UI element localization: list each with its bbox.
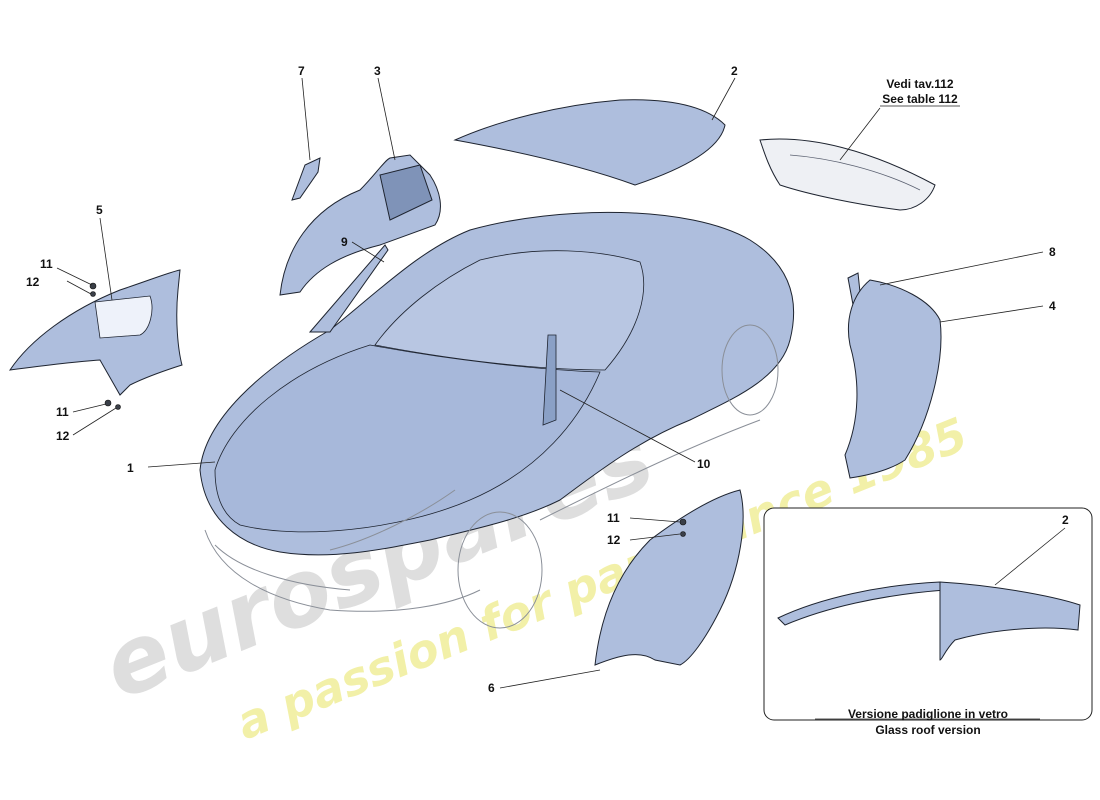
bolt-11-icon	[89, 282, 97, 290]
part-5-opening	[94, 295, 153, 339]
callout-12c: 12	[607, 533, 621, 547]
callout-9: 9	[341, 235, 348, 249]
leader-10	[559, 389, 696, 463]
callout-6: 6	[488, 681, 495, 695]
leader-4	[939, 305, 1044, 323]
callout-2: 2	[731, 64, 738, 78]
callout-1: 1	[127, 461, 134, 475]
nut-12c-icon	[680, 531, 686, 537]
leader-11a	[56, 267, 93, 286]
inset-frame	[763, 507, 1093, 721]
part-4-quarter-panel	[844, 279, 942, 479]
leader-11b	[72, 403, 107, 413]
rear-hatch-reference	[759, 138, 936, 211]
callout-11b: 11	[56, 405, 69, 419]
reference-note-it: Vedi tav.112	[886, 77, 953, 91]
callout-11a: 11	[40, 257, 53, 271]
rear-hatch-shape	[759, 138, 936, 211]
leader-lines	[56, 77, 1066, 689]
part-9-rear-pillar	[308, 244, 389, 333]
callout-10: 10	[697, 457, 711, 471]
inset-roof-rear	[939, 581, 1081, 661]
reference-note: Vedi tav.112 See table 112	[882, 77, 958, 106]
nut-12-icon	[90, 291, 96, 297]
callout-7: 7	[298, 64, 305, 78]
callout-5: 5	[96, 203, 103, 217]
nut-12b-icon	[115, 404, 121, 410]
callout-12a: 12	[26, 275, 40, 289]
part-6-shape	[594, 489, 744, 666]
leader-hatch-note	[839, 107, 881, 161]
part-7-pillar-trim	[291, 157, 321, 201]
leader-7	[301, 77, 311, 161]
car-grille-line	[214, 544, 351, 591]
leader-12c	[629, 533, 681, 541]
part-2-roof-panel	[453, 99, 726, 186]
car-headlight	[329, 489, 456, 551]
bolt-11c-icon	[679, 518, 687, 526]
callout-3: 3	[374, 64, 381, 78]
callout-12b: 12	[56, 429, 70, 443]
leader-6	[499, 669, 601, 689]
leader-5	[99, 217, 113, 301]
part-3-structure	[379, 164, 433, 221]
callout-labels: 1 2 3 4 5 6 7 8 9 10 11 12 11 12 11 12 2	[26, 64, 1069, 695]
callout-8: 8	[1049, 245, 1056, 259]
rear-hatch-inner	[789, 154, 921, 191]
callout-11c: 11	[607, 511, 620, 525]
part-5-quarter-panel	[8, 269, 183, 410]
callout-4: 4	[1049, 299, 1056, 313]
car-front-bumper-line	[204, 529, 481, 612]
leader-9	[351, 241, 385, 263]
car-rear-wheel	[721, 324, 779, 416]
bolt-11b-icon	[104, 399, 112, 407]
inset-caption-it: Versione padiglione in vetro	[848, 707, 1008, 721]
car-front-wheel	[457, 511, 543, 629]
car-a-pillar-10	[542, 334, 557, 426]
car-side-sill	[539, 419, 761, 521]
inset-caption: Versione padiglione in vetro Glass roof …	[815, 707, 1040, 737]
leader-8	[879, 251, 1044, 286]
leader-12b	[72, 407, 117, 436]
leader-1	[147, 461, 216, 468]
leader-11c	[629, 517, 681, 523]
car-body	[199, 211, 795, 629]
reference-note-en: See table 112	[882, 92, 958, 106]
callout-2-inset: 2	[1062, 513, 1069, 527]
car-windshield	[374, 250, 645, 371]
car-hood	[214, 344, 601, 533]
leader-2-inset	[994, 527, 1066, 586]
inset-glass-roof	[763, 507, 1093, 721]
part-3-inner-arch	[279, 154, 441, 296]
inset-caption-en: Glass roof version	[875, 723, 980, 737]
leader-2	[711, 77, 736, 121]
leader-3	[377, 77, 396, 161]
part-6-front-fender	[594, 489, 744, 666]
leader-12a	[66, 280, 92, 295]
